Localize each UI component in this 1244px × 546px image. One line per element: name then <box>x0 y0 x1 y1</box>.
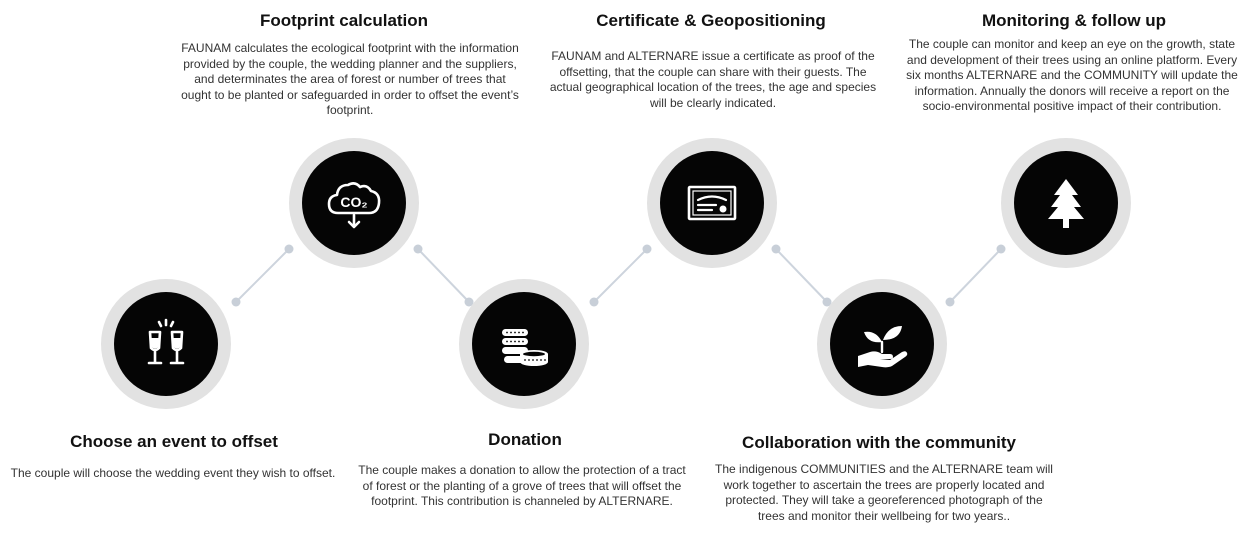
certificate-icon <box>687 185 737 221</box>
step-3-node <box>459 279 589 409</box>
step-4-description: FAUNAM and ALTERNARE issue a certificate… <box>549 49 877 110</box>
step-3-description: The couple makes a donation to allow the… <box>358 463 686 508</box>
step-3-title: Donation <box>488 430 562 449</box>
step-5-title: Collaboration with the community <box>742 433 1016 452</box>
co2-cloud-icon: CO₂ <box>327 182 381 229</box>
connector-dot <box>284 244 294 254</box>
step-1-description: The couple will choose the wedding event… <box>10 466 336 480</box>
step-4-node <box>647 138 777 268</box>
champagne-toast-icon <box>147 318 185 365</box>
connector-5-6 <box>949 248 1002 303</box>
step-6-title: Monitoring & follow up <box>981 11 1167 30</box>
connector-dot <box>231 297 241 307</box>
connector-dot <box>996 244 1006 254</box>
pine-tree-icon <box>1048 179 1084 228</box>
connector-dot <box>945 297 955 307</box>
step-5-node <box>817 279 947 409</box>
step-4-title: Certificate & Geopositioning <box>596 11 826 30</box>
connector-3-4 <box>593 248 648 303</box>
connector-dot <box>589 297 599 307</box>
coins-icon <box>502 329 548 366</box>
step-6-node <box>1001 138 1131 268</box>
connector-dot <box>771 244 781 254</box>
co2-label: CO₂ <box>340 194 367 210</box>
step-2-node: CO₂ <box>289 138 419 268</box>
step-6-description: The couple can monitor and keep an eye o… <box>906 37 1238 113</box>
step-2-description: FAUNAM calculates the ecological footpri… <box>181 41 519 117</box>
hand-seedling-icon <box>858 326 908 368</box>
step-1-node <box>101 279 231 409</box>
connector-dot <box>642 244 652 254</box>
connector-2-3 <box>417 248 470 303</box>
connector-1-2 <box>235 248 290 303</box>
step-5-description: The indigenous COMMUNITIES and the ALTER… <box>715 462 1053 523</box>
connector-dot <box>413 244 423 254</box>
step-1-title: Choose an event to offset <box>70 432 278 451</box>
step-2-title: Footprint calculation <box>259 11 429 30</box>
connector-4-5 <box>775 248 828 303</box>
